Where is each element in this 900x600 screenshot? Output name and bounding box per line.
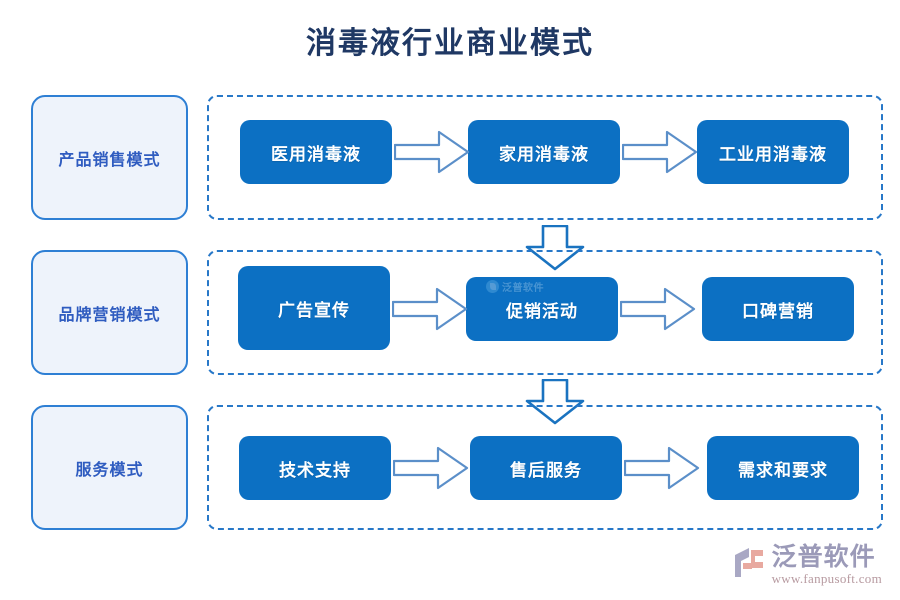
arrow-right-icon: [393, 128, 470, 176]
process-node[interactable]: 需求和要求: [707, 436, 859, 500]
brand-url: www.fanpusoft.com: [771, 571, 882, 586]
row-container-brand-marketing: [207, 250, 883, 375]
fanpu-logo-icon: [734, 548, 763, 577]
arrow-right-icon: [623, 444, 700, 492]
arrow-right-icon: [391, 285, 468, 333]
category-label: 品牌营销模式: [58, 306, 161, 324]
category-card-product-sales: 产品销售模式: [31, 95, 188, 220]
arrow-down-icon: [524, 224, 586, 271]
category-card-service: 服务模式: [31, 405, 188, 530]
process-node[interactable]: 技术支持: [239, 436, 391, 500]
watermark-logo: 泛普软件: [486, 279, 544, 294]
page-title: 消毒液行业商业模式: [306, 27, 594, 60]
process-node[interactable]: 广告宣传: [238, 266, 390, 350]
process-node-label: 工业用消毒液: [719, 144, 827, 164]
row-container-product-sales: [207, 95, 883, 220]
process-node-label: 售后服务: [510, 460, 582, 480]
category-label: 产品销售模式: [58, 151, 161, 169]
process-node[interactable]: 售后服务: [470, 436, 622, 500]
category-card-brand-marketing: 品牌营销模式: [31, 250, 188, 375]
brand-logo: 泛普软件 www.fanpusoft.com: [732, 545, 882, 586]
process-node-label: 医用消毒液: [271, 144, 361, 164]
process-node-label: 促销活动: [506, 301, 578, 321]
brand-name: 泛普软件: [771, 544, 876, 571]
category-label: 服务模式: [75, 461, 144, 479]
process-node-label: 技术支持: [279, 460, 351, 480]
process-node[interactable]: 工业用消毒液: [697, 120, 849, 184]
process-node-label: 需求和要求: [738, 460, 828, 480]
arrow-right-icon: [621, 128, 698, 176]
process-node[interactable]: 家用消毒液: [468, 120, 620, 184]
watermark-label: 泛普软件: [502, 283, 544, 294]
process-node[interactable]: 泛普软件 促销活动: [466, 277, 618, 341]
arrow-right-icon: [392, 444, 469, 492]
watermark-mark-icon: [486, 280, 499, 293]
process-node-label: 广告宣传: [278, 300, 350, 320]
row-container-service: [207, 405, 883, 530]
process-node-label: 家用消毒液: [499, 144, 589, 164]
process-node[interactable]: 口碑营销: [702, 277, 854, 341]
arrow-right-icon: [619, 285, 696, 333]
arrow-down-icon: [524, 378, 586, 425]
process-node[interactable]: 医用消毒液: [240, 120, 392, 184]
process-node-label: 口碑营销: [742, 301, 814, 321]
